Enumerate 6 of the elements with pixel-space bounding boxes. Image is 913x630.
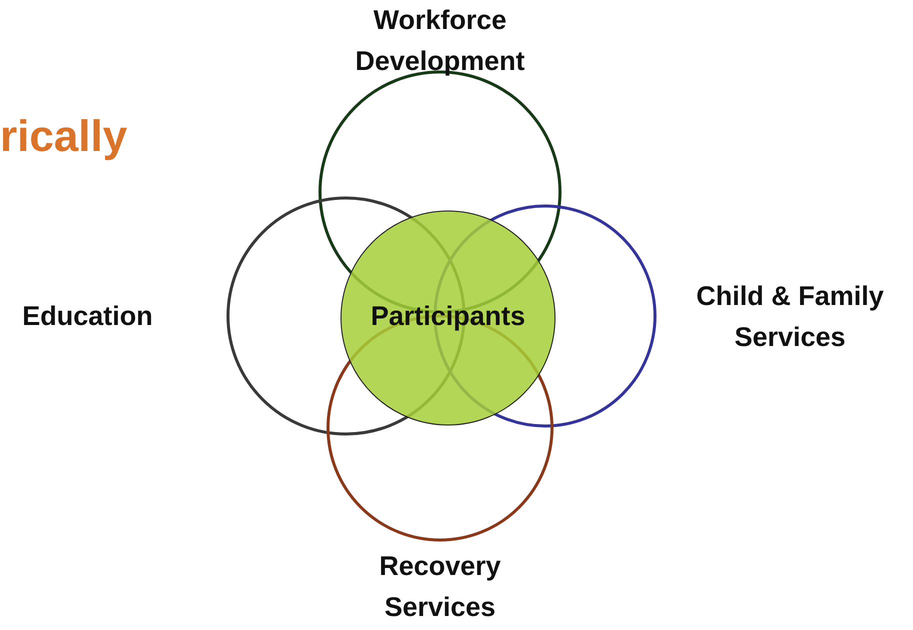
circle-label: Recovery Services xyxy=(378,550,502,624)
center-label: Participants xyxy=(370,300,526,333)
heading-fragment: rically xyxy=(0,112,128,162)
circle-label: Workforce Development xyxy=(354,4,526,78)
circle-label: Child & Family Services xyxy=(695,280,885,354)
circle-label: Education xyxy=(21,300,154,333)
